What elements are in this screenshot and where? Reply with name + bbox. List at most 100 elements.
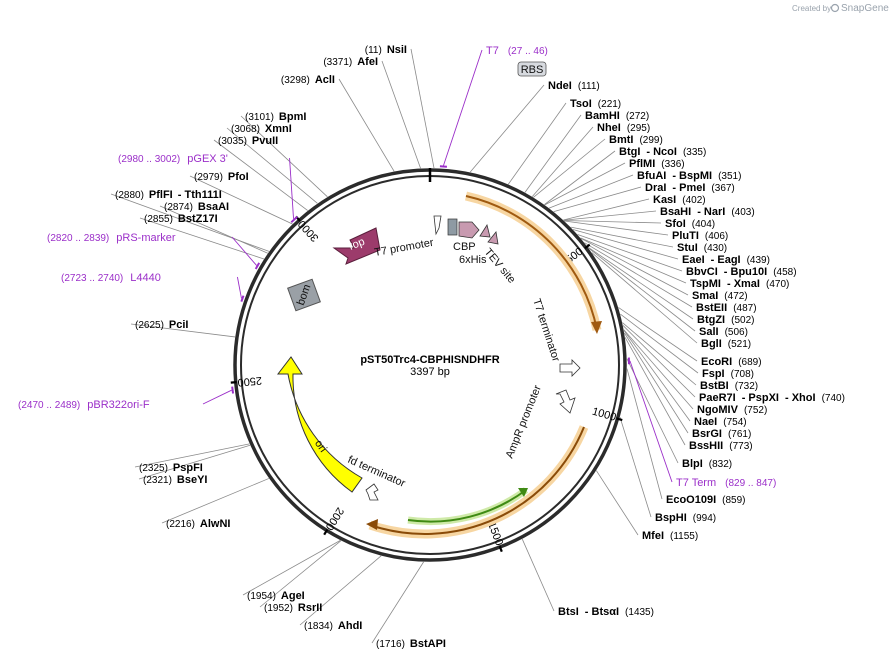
site-name: PvuII: [252, 135, 278, 147]
site-tsoi: TsoI(221): [570, 98, 621, 110]
leader-btgzi: [587, 246, 694, 320]
site-pos: (402): [682, 195, 705, 206]
site-name-2: - BspMI: [672, 170, 712, 182]
site-name: BstAPI: [410, 638, 446, 650]
site-btgzi: BtgZI(502): [697, 314, 754, 326]
site-name: RsrII: [298, 602, 322, 614]
site-ahdi: (1834)AhdI: [304, 620, 362, 632]
leader-ahdi: [299, 555, 382, 626]
leader-sali: [588, 247, 696, 332]
site-pvuii: (3035) PvuII: [218, 135, 278, 147]
credit-brand: SnapGene: [841, 3, 889, 14]
bom-feature: [287, 278, 321, 312]
primer-pgex3: (2980 .. 3002)pGEX 3': [118, 153, 228, 165]
site-drai: DraI- PmeI(367): [645, 182, 735, 194]
leader-tspmi: [580, 237, 687, 284]
site-pos: (2325): [139, 463, 168, 474]
site-pos: (2979): [194, 172, 223, 183]
leader-bbvci: [577, 234, 683, 272]
site-bstapi: (1716)BstAPI: [376, 638, 446, 650]
primer-name: L4440: [130, 272, 161, 284]
site-pos: (3068): [231, 124, 260, 135]
site-pos: (406): [705, 231, 728, 242]
site-name: PflMI: [629, 158, 655, 170]
rop-label: rop: [347, 236, 366, 253]
leader-bsshii: [624, 337, 686, 446]
site-name: AlwNI: [200, 518, 231, 530]
primer-mark-pgex3: [290, 216, 298, 224]
primer-leader-t7: [443, 49, 483, 166]
leader-alwni: [161, 478, 270, 524]
site-stui: StuI(430): [677, 242, 727, 254]
site-bstz17i: (2855) BstZ17I: [144, 213, 218, 225]
site-acli: (3298)AclI: [281, 74, 335, 86]
site-pos: (2855): [144, 214, 173, 225]
site-pos: (2880): [115, 190, 144, 201]
site-pos: (752): [744, 405, 767, 416]
primer-name: T7 Term: [676, 477, 716, 489]
leader-rsrii: [259, 540, 342, 608]
primer-mark-prsmarker: [254, 262, 261, 270]
site-name-2: - PspXI: [742, 392, 779, 404]
his-tag-feature: [479, 223, 491, 238]
site-bpmi: (3101)BpmI: [245, 111, 306, 123]
primer-name: pBR322ori-F: [87, 399, 150, 411]
site-name: BbvCI: [686, 266, 718, 278]
primer-name: pGEX 3': [187, 153, 228, 165]
leader-bsahi: [563, 210, 657, 221]
rbs-label: RBS: [521, 64, 544, 76]
site-bmti: BmtI(299): [609, 134, 663, 146]
site-pos: (336): [661, 159, 684, 170]
ampr-promoter-arrow: [555, 389, 576, 414]
leader-btgi: [544, 150, 616, 205]
site-pos: (335): [683, 147, 706, 158]
site-eaei: EaeI- EagI(439): [682, 254, 770, 266]
t7-promoter-arrow: [433, 215, 442, 236]
leader-afei: [381, 60, 421, 169]
site-name: PflFI: [149, 189, 173, 201]
site-ndei: NdeI(111): [548, 80, 600, 92]
site-name: TsoI: [570, 98, 592, 110]
site-bbvci: BbvCI- Bpu10I(458): [686, 266, 797, 278]
site-name: BpmI: [279, 111, 307, 123]
site-pos: (430): [704, 243, 727, 254]
site-name: BglI: [701, 338, 722, 350]
lacI-small-box: [447, 218, 458, 236]
t7-promoter-label: T7 promoter: [373, 237, 434, 259]
primer-range: (2723 .. 2740): [61, 273, 123, 284]
leader-bfuai: [548, 174, 634, 209]
tick-mark-2000: [323, 529, 329, 536]
site-name: BtgI: [619, 146, 640, 158]
site-name-2: - BtsαI: [585, 606, 619, 618]
site-name: BssHII: [689, 440, 723, 452]
site-pos: (832): [709, 459, 732, 470]
primer-range: (2820 .. 2839): [47, 233, 109, 244]
site-name: NaeI: [694, 416, 717, 428]
site-eco0109i: EcoO109I(859): [666, 494, 746, 506]
site-name: BstZ17I: [178, 213, 218, 225]
leader-bsrgi: [624, 332, 689, 434]
leader-bgli: [591, 252, 698, 344]
leader-bmti: [533, 138, 606, 198]
site-pos: (3035): [218, 136, 247, 147]
site-name-2: - EagI: [711, 254, 741, 266]
site-name: BsaHI: [660, 206, 691, 218]
site-pos: (403): [731, 207, 754, 218]
leader-ecori: [618, 307, 698, 362]
site-pos: (2625): [135, 320, 164, 331]
site-leader-lines: [110, 48, 699, 644]
site-name: PluTI: [672, 230, 699, 242]
site-name: BseYI: [177, 474, 208, 486]
leader-pcii: [130, 323, 236, 338]
ampr-promoter-label: AmpR promoter: [504, 383, 544, 460]
site-name: NsiI: [387, 44, 407, 56]
site-pos: (859): [722, 495, 745, 506]
site-name-2: - XmaI: [727, 278, 760, 290]
site-name: AclI: [315, 74, 335, 86]
primer-leader-t7term: [629, 360, 673, 483]
site-pos: (487): [733, 303, 756, 314]
leader-plui: [564, 220, 669, 236]
site-name: AhdI: [338, 620, 362, 632]
leader-pspfi: [134, 443, 250, 468]
